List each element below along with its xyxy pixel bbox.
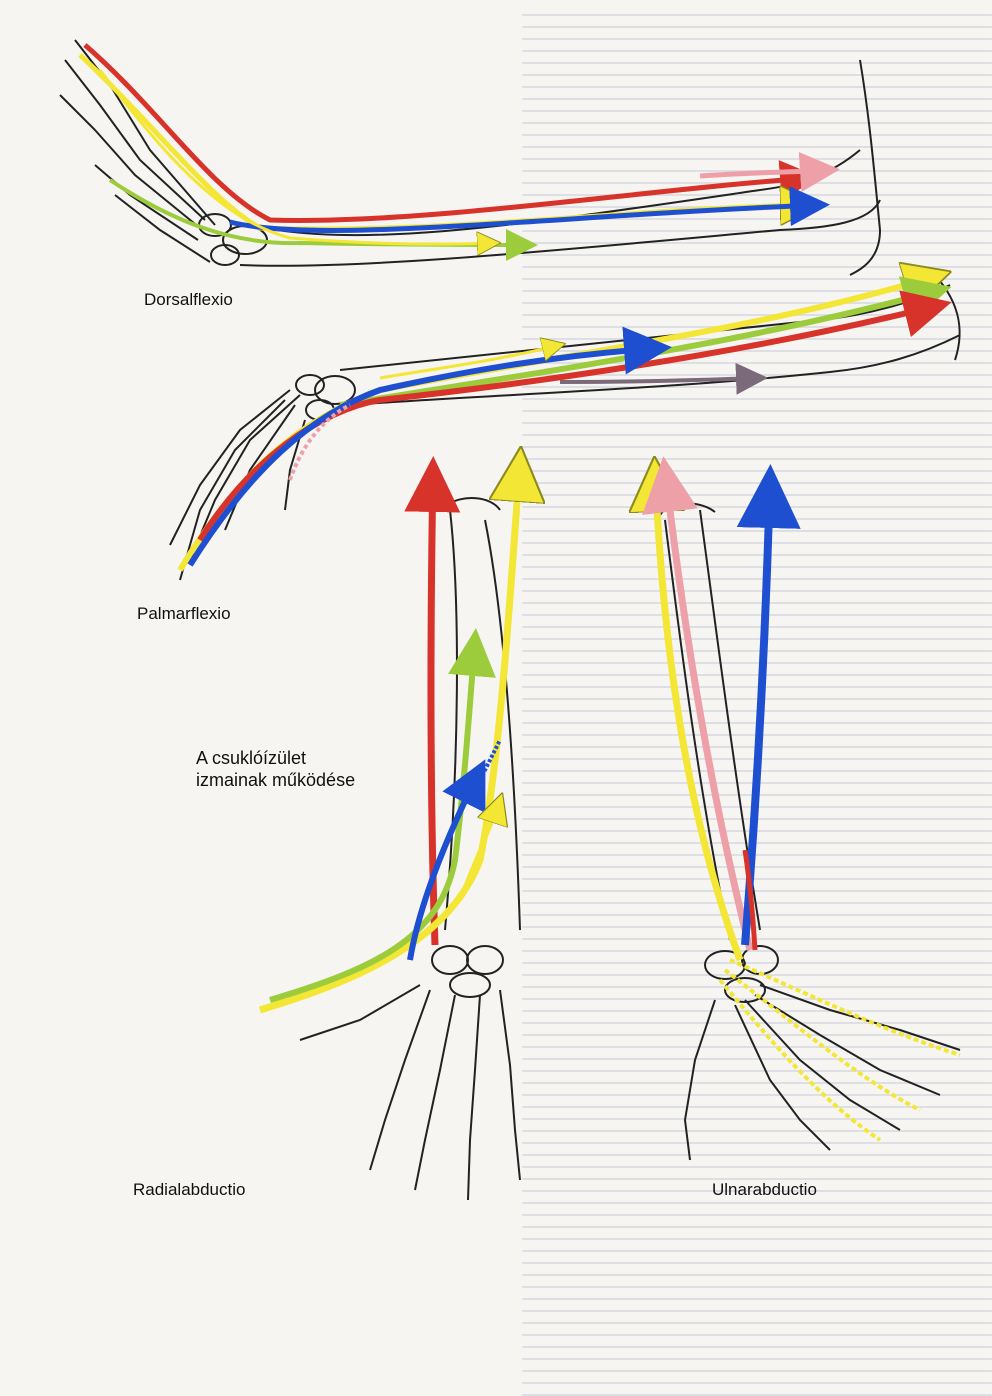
ulnar-muscle-red (742, 849, 758, 951)
dorsal-finger (64, 59, 206, 221)
radial-muscle-yellow (258, 460, 520, 1014)
label-ulnarabduction: Ulnarabductio (712, 1180, 817, 1199)
ulnar-muscle-pink (642, 456, 754, 951)
radial-muscle-yellow-short (458, 800, 500, 901)
illustration-page: Dorsalflexio Palmarflexio A csuklóízület… (59, 14, 992, 1396)
ulnar-thumb (683, 999, 716, 1161)
ulnar-muscle-yellow-dashed (729, 958, 961, 1057)
label-palmarflexion: Palmarflexio (137, 604, 231, 623)
dorsal-finger (74, 39, 216, 226)
figure-title-line-1: A csuklóízület (196, 748, 307, 768)
dorsal-muscle-yellow-2 (98, 69, 495, 244)
radial-muscle-blue-short (478, 739, 502, 781)
dorsal-elbow (849, 59, 882, 276)
dorsal-carpal (210, 244, 240, 266)
ulnar-abduction-figure (642, 456, 961, 1161)
radial-ulna-bone (484, 519, 521, 931)
dorsal-thumb (114, 194, 211, 263)
anatomy-diagram (59, 39, 961, 1201)
palmarflexion-figure (169, 270, 961, 581)
palmar-muscle-grey (559, 362, 768, 395)
radial-finger (414, 994, 456, 1191)
radial-muscle-green (269, 628, 496, 1003)
dorsal-finger (59, 94, 201, 229)
radial-finger (467, 994, 481, 1201)
palmar-muscle-pink-dashed (288, 403, 351, 481)
dorsalflexion-figure (59, 39, 882, 276)
dorsal-muscle-yellow (78, 53, 810, 232)
palmar-carpal (295, 374, 325, 396)
ulnar-muscle-yellow-dashed (718, 978, 882, 1142)
ulnar-finger (754, 994, 941, 1096)
ulnar-radius-bone (664, 519, 731, 941)
figure-title-line-2: izmainak működése (196, 770, 356, 790)
dorsal-ulna-bone (239, 199, 881, 267)
dorsal-muscle-blue (229, 186, 830, 233)
radial-muscle-blue (407, 759, 486, 961)
radial-radius-head (447, 497, 501, 511)
palmar-finger (169, 389, 291, 546)
dorsal-muscle-pink (699, 152, 840, 192)
label-radialabduction: Radialabductio (133, 1180, 246, 1199)
palmar-muscle-blue (187, 326, 672, 567)
radial-carpal (466, 945, 504, 975)
ulnar-finger (734, 1004, 831, 1151)
radial-carpal (431, 945, 469, 975)
label-dorsalflexion: Dorsalflexio (144, 290, 233, 309)
radial-thumb (299, 984, 421, 1041)
palmar-muscle-red (197, 290, 952, 542)
radial-finger (369, 989, 431, 1171)
ulnar-muscle-yellow (655, 470, 744, 962)
palmar-finger (224, 404, 296, 531)
radial-finger (499, 989, 521, 1181)
radial-carpal (449, 972, 491, 998)
radial-abduction-figure (258, 460, 521, 1201)
palmar-carpal (314, 375, 356, 405)
palmar-finger (179, 399, 286, 581)
radial-radius-bone (444, 509, 458, 931)
palmar-muscle-yellow-2 (379, 345, 560, 380)
ulnar-carpal (724, 977, 766, 1003)
ulnar-muscle-yellow-dashed (723, 968, 921, 1112)
ulnar-carpal (704, 950, 746, 980)
dorsal-muscle-red (83, 43, 820, 223)
ulnar-finger (744, 999, 901, 1131)
